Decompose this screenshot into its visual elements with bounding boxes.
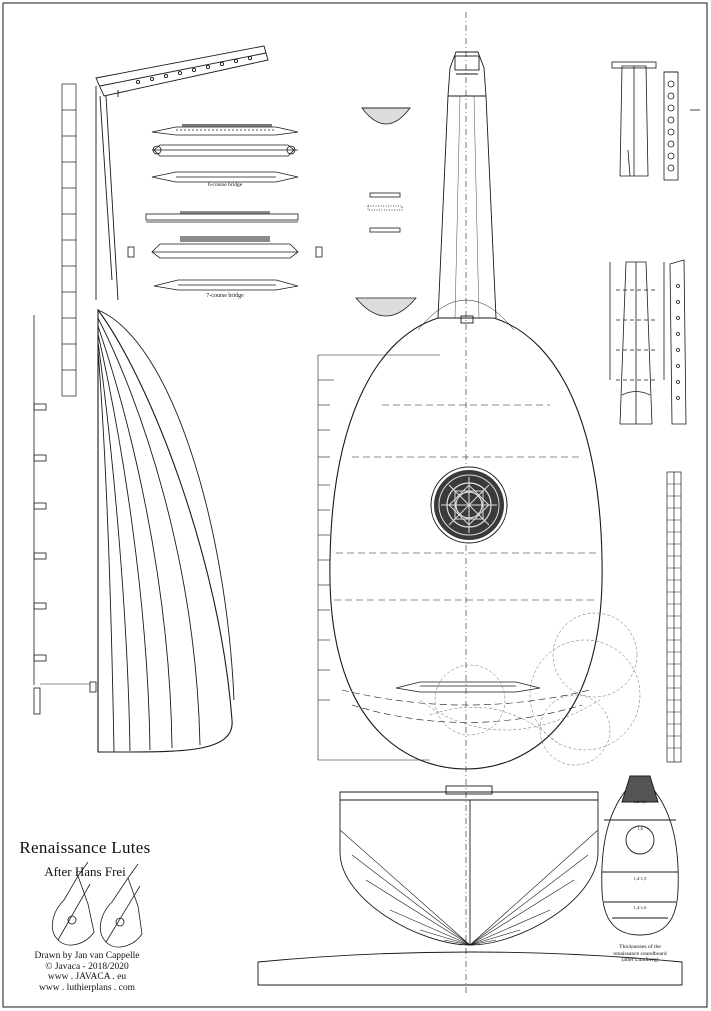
thickness-value-3: 1,4-1,5: [633, 876, 647, 881]
lute-icon-2: [99, 863, 143, 948]
lute-icon-1: [51, 861, 95, 946]
neck-joint-arc: [417, 299, 515, 331]
credits: Drawn by Jan van Cappelle © Javaca - 201…: [14, 951, 160, 993]
front-dimension-ticks: [317, 354, 440, 761]
end-block: [33, 687, 41, 715]
website-javaca: www . JAVACA . eu: [47, 972, 127, 982]
front-view-neck: [437, 51, 497, 324]
side-view-scale: [61, 83, 77, 397]
front-view-bars: [334, 404, 598, 723]
mould-fan: [339, 785, 599, 946]
side-bridge-mark: [89, 681, 97, 693]
seven-course-bridge-label: 7-course bridge: [206, 293, 244, 299]
bridge-detail-holes: [180, 124, 272, 242]
thickness-value-2: 1,6: [637, 826, 643, 831]
cross-sections: [355, 107, 417, 317]
side-view-pegbox: [95, 45, 269, 301]
section-marks: [33, 403, 47, 662]
soundboard-thickness: [601, 775, 679, 936]
neck-detail: [609, 259, 687, 425]
drawn-by: Drawn by Jan van Cappelle: [34, 951, 140, 961]
thickness-value-1: 1,2-1,5: [633, 799, 647, 804]
front-view-body: [329, 317, 603, 770]
side-view-body: [97, 308, 235, 753]
copyright: © Javaca - 2018/2020: [45, 961, 129, 972]
base-board: [257, 951, 683, 986]
front-view-bridge: [395, 681, 541, 693]
plan-title: Renaissance Lutes: [19, 838, 151, 857]
pegbox-detail: [611, 61, 700, 181]
six-course-bridge-label: 6-course bridge: [207, 182, 243, 188]
plan-subtitle: After Hans Frei: [44, 864, 126, 879]
rose: [430, 466, 508, 544]
construction-circles: [419, 612, 641, 766]
bridge-details: [127, 126, 323, 291]
right-ruler: [666, 471, 682, 763]
website-luthierplans: www . luthierplans . com: [38, 982, 136, 993]
thickness-caption: Thicknesses of the renaissance soundboar…: [613, 944, 667, 963]
thickness-value-4: 1,4-1,6: [633, 905, 647, 910]
title-block: Renaissance Lutes After Hans Frei: [10, 838, 160, 880]
mould-ribs: [339, 829, 599, 946]
ruler-ticks: [667, 483, 681, 749]
